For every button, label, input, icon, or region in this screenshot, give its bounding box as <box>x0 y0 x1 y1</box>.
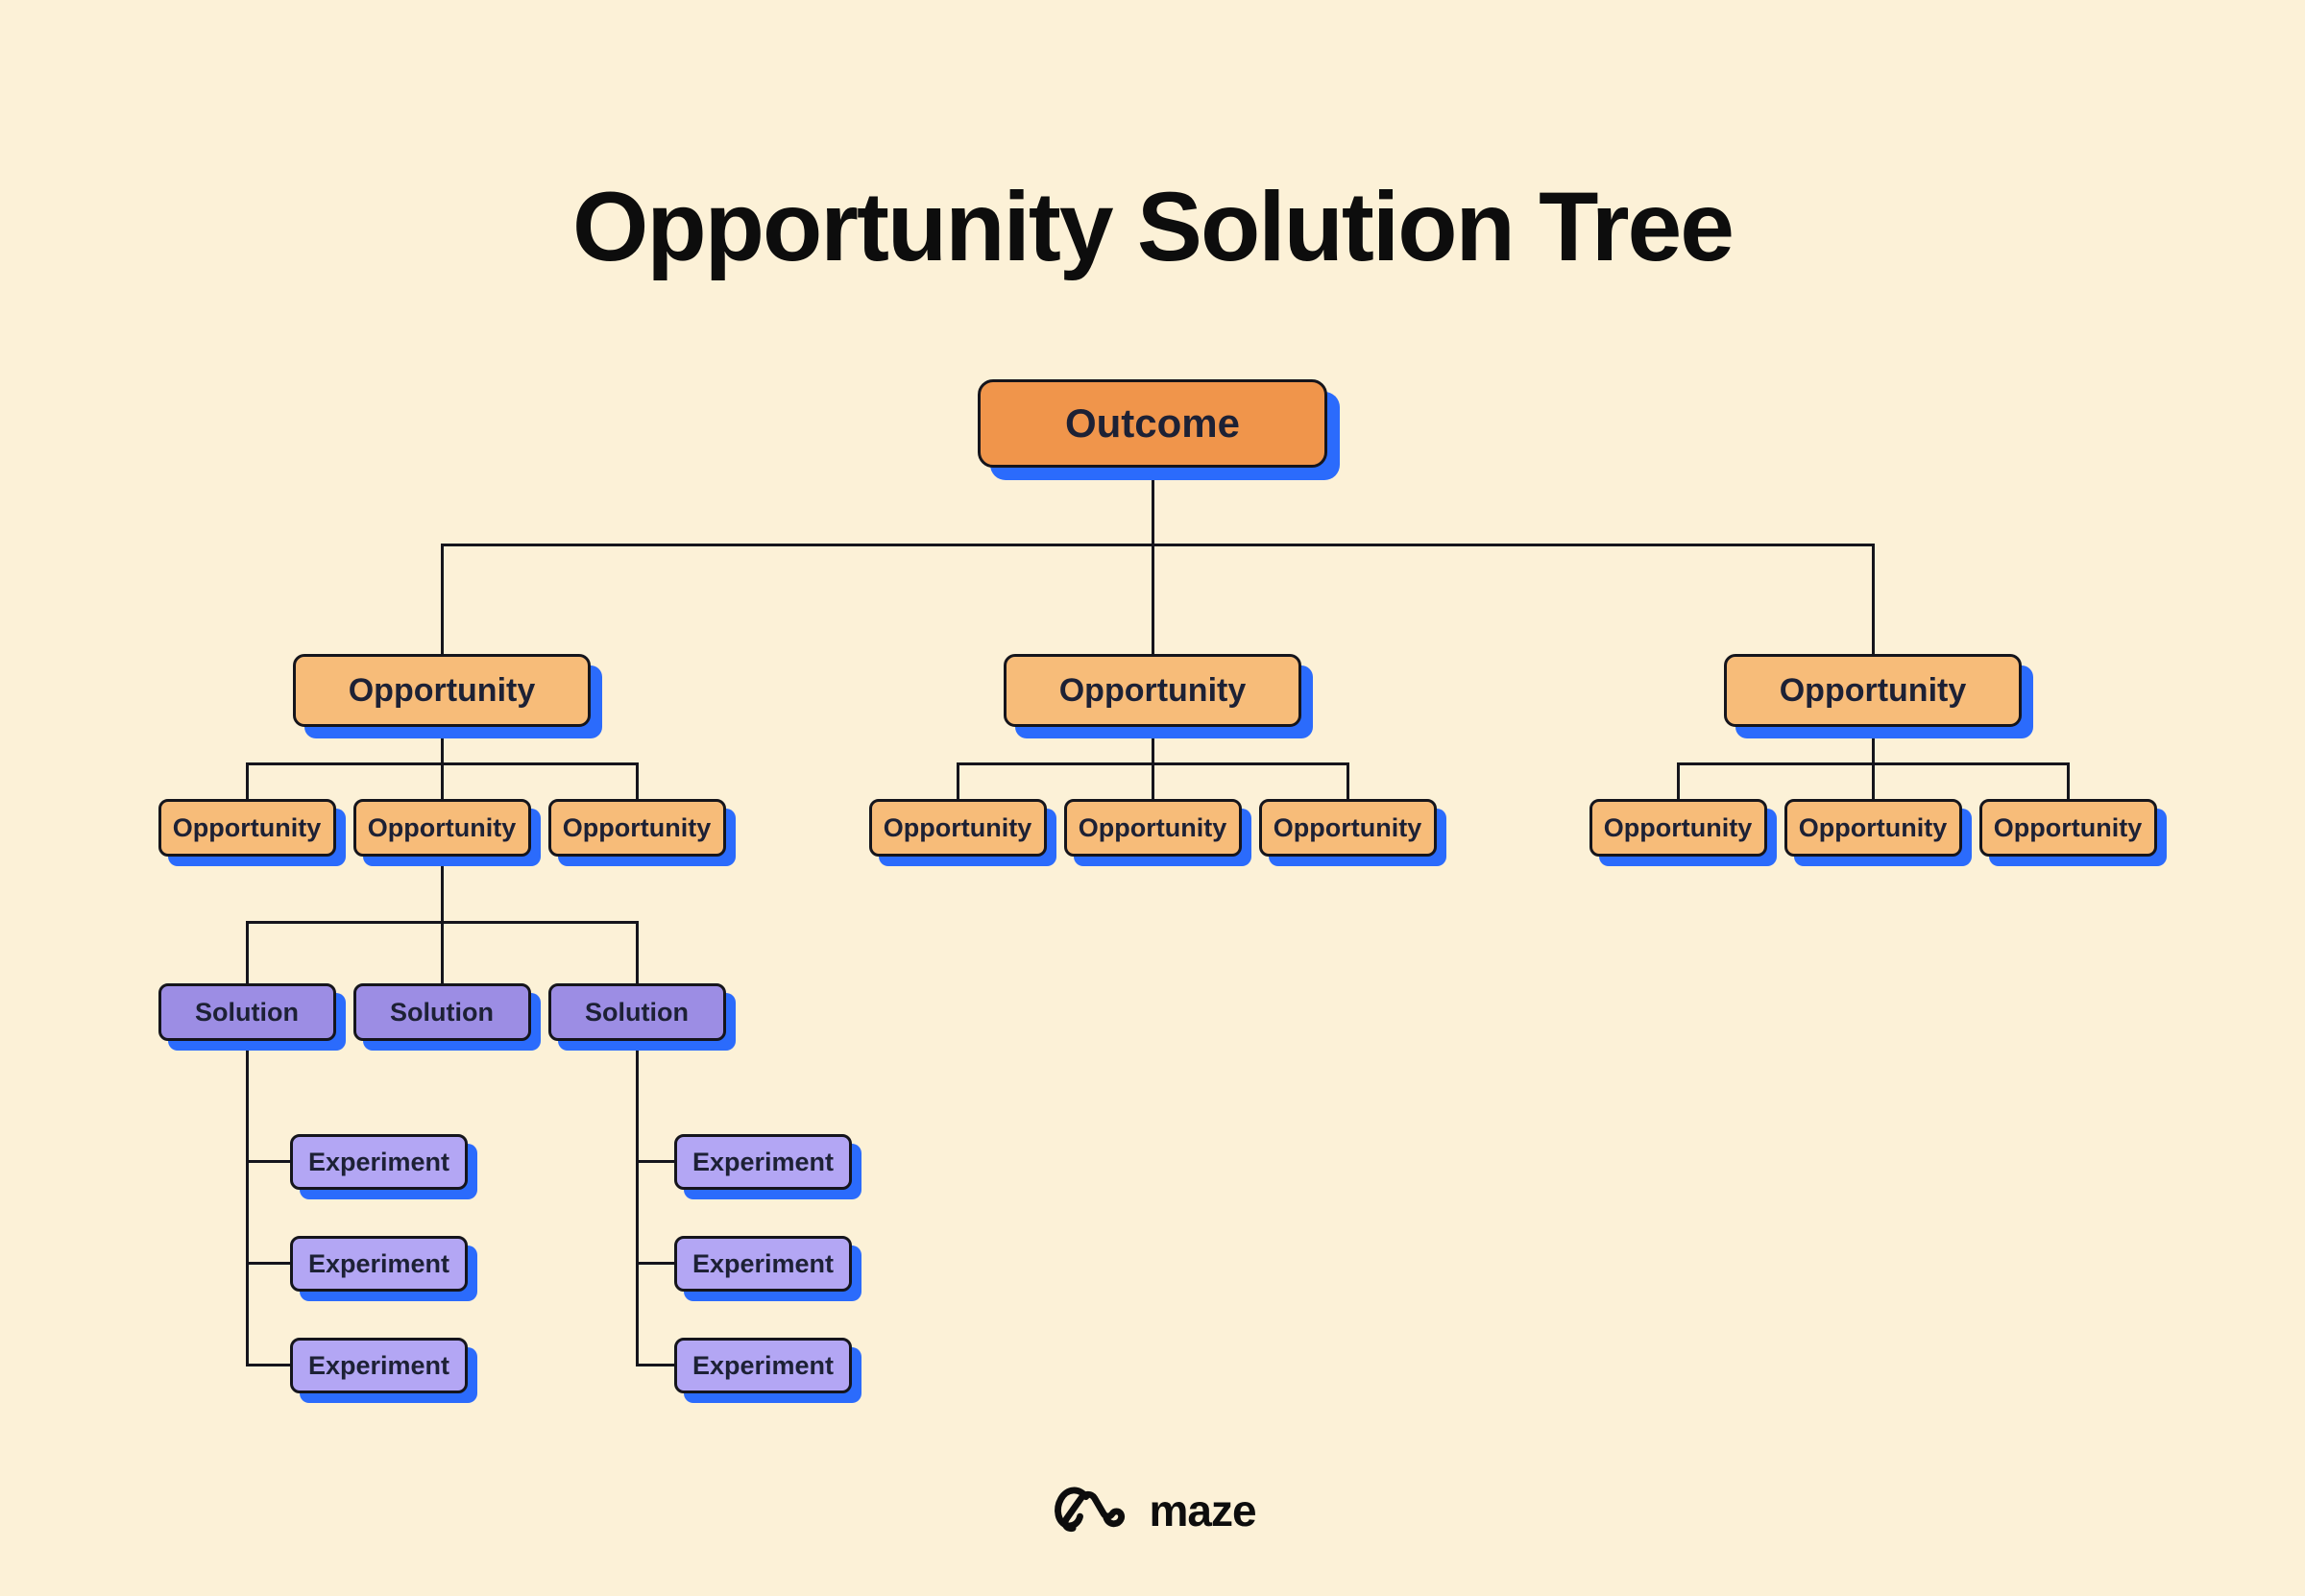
connector-line <box>245 1363 290 1366</box>
experiment-node: Experiment <box>674 1134 852 1190</box>
connector-line <box>245 920 249 983</box>
experiment-node: Experiment <box>290 1134 468 1190</box>
connector-line <box>1346 762 1349 799</box>
brand-footer: maze <box>1049 1481 1257 1540</box>
connector-line <box>635 920 639 983</box>
solution-node: Solution <box>352 983 531 1041</box>
brand-name: maze <box>1149 1486 1256 1536</box>
outcome-node: Outcome <box>978 379 1327 468</box>
opportunity-child-node: Opportunity <box>1978 799 2157 857</box>
connector-line <box>1676 762 1680 799</box>
opportunity-child-node: Opportunity <box>1063 799 1242 857</box>
experiment-node: Experiment <box>674 1338 852 1393</box>
connector-line <box>245 1041 249 1366</box>
opportunity-parent-node: Opportunity <box>1724 654 2022 727</box>
connector-line <box>956 762 959 799</box>
opportunity-child-node: Opportunity <box>547 799 726 857</box>
opportunity-child-node: Opportunity <box>1589 799 1767 857</box>
experiment-node: Experiment <box>674 1236 852 1292</box>
connector-line <box>440 543 1875 546</box>
page-title: Opportunity Solution Tree <box>572 172 1735 281</box>
solution-node: Solution <box>158 983 336 1041</box>
solution-node: Solution <box>547 983 726 1041</box>
connector-line <box>1871 543 1875 654</box>
connector-line <box>956 762 1349 765</box>
connector-line <box>1676 762 2070 765</box>
connector-line <box>440 543 444 654</box>
connector-line <box>635 1041 639 1366</box>
opportunity-parent-node: Opportunity <box>1004 654 1301 727</box>
opportunity-parent-node: Opportunity <box>293 654 591 727</box>
opportunity-child-node: Opportunity <box>158 799 336 857</box>
opportunity-child-node: Opportunity <box>868 799 1047 857</box>
connector-line <box>635 1159 674 1163</box>
connector-line <box>1151 468 1154 654</box>
opportunity-child-node: Opportunity <box>352 799 531 857</box>
connector-line <box>245 1261 290 1265</box>
connector-line <box>245 762 639 765</box>
connector-line <box>635 1363 674 1366</box>
connector-line <box>635 1261 674 1265</box>
opportunity-child-node: Opportunity <box>1258 799 1437 857</box>
connector-line <box>2066 762 2070 799</box>
experiment-node: Experiment <box>290 1338 468 1393</box>
connector-line <box>245 920 639 924</box>
connector-line <box>245 762 249 799</box>
opportunity-child-node: Opportunity <box>1783 799 1962 857</box>
connector-line <box>440 857 444 983</box>
connector-line <box>635 762 639 799</box>
experiment-node: Experiment <box>290 1236 468 1292</box>
connector-line <box>245 1159 290 1163</box>
maze-logo-icon <box>1049 1481 1128 1540</box>
